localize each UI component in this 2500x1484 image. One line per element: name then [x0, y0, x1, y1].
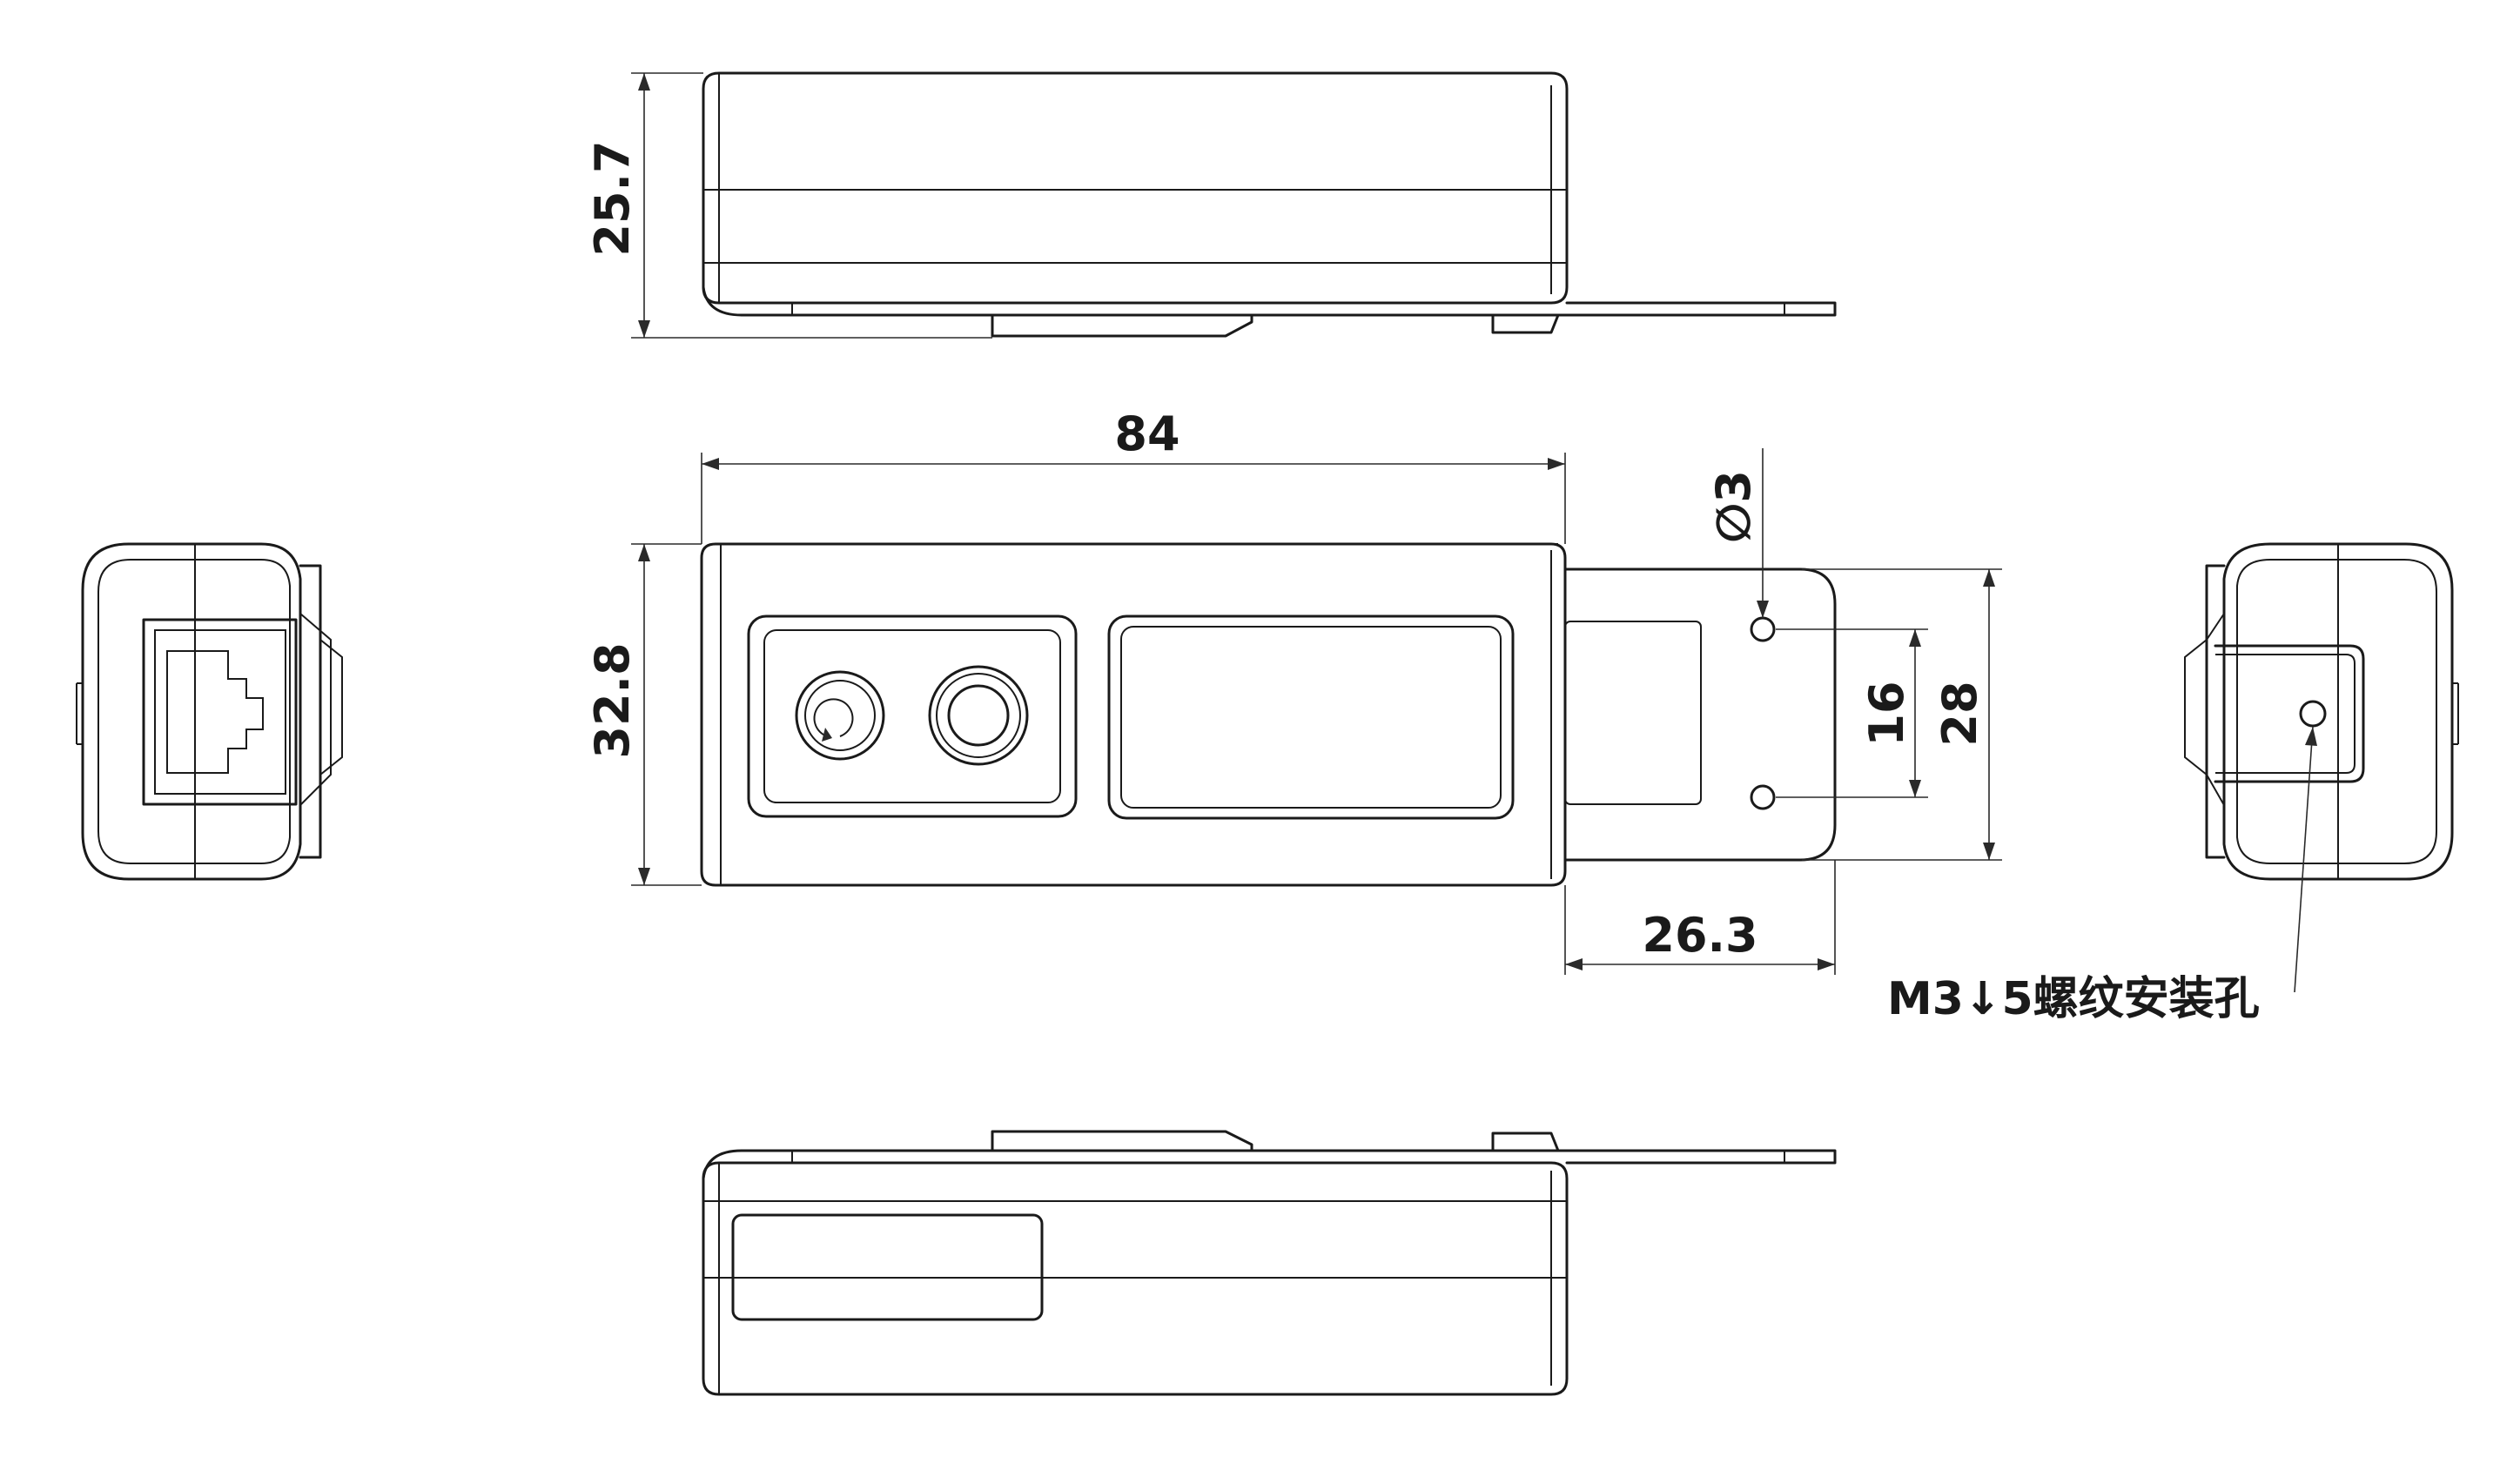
side-view-bottom	[702, 1130, 1837, 1396]
left-end-view	[76, 542, 343, 881]
mount-hole-top	[1750, 616, 1776, 642]
dim-bracket-extension: 26.3	[1564, 860, 1836, 975]
dim-label-25-7: 25.7	[585, 140, 640, 256]
mount-hole-side	[2299, 700, 2327, 728]
rj45-port-icon	[142, 618, 298, 806]
dim-label-28: 28	[1932, 681, 1987, 746]
dim-label-26-3: 26.3	[1642, 908, 1757, 963]
mount-hole-note-text: M3↓5螺纹安装孔	[1887, 973, 2260, 1025]
right-end-view	[2184, 542, 2459, 881]
mount-hole-note: M3↓5螺纹安装孔	[1887, 726, 2317, 1025]
dim-label-dia-3: ∅3	[1706, 470, 1761, 543]
dim-label-32-8: 32.8	[585, 642, 640, 758]
dim-height-side: 25.7	[585, 72, 992, 339]
dc-jack-icon	[928, 665, 1029, 766]
mounting-bracket	[1563, 567, 1837, 862]
side-view-top	[702, 71, 1837, 338]
dim-hole-diameter: ∅3	[1706, 448, 1769, 618]
dim-bracket-width: 28	[1802, 568, 2002, 861]
reset-button-icon	[795, 670, 885, 761]
top-view-main	[700, 542, 1567, 887]
dim-hole-spacing: 16	[1776, 628, 1928, 798]
mount-hole-bottom	[1750, 784, 1776, 810]
dim-label-16: 16	[1859, 681, 1914, 746]
dim-label-84: 84	[1114, 406, 1179, 461]
dim-length-total: 84	[701, 406, 1566, 544]
dim-width-body: 32.8	[585, 543, 702, 886]
